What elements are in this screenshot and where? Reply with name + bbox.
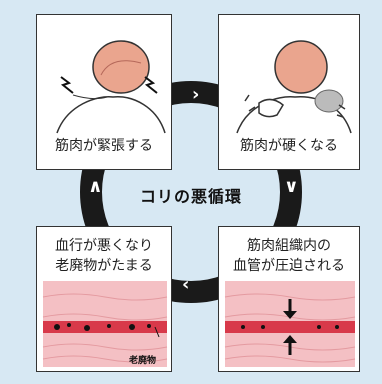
- cycle-arrow-left-icon: ‹: [182, 276, 189, 294]
- panel-label-line2: 血管が圧迫される: [219, 255, 359, 275]
- cycle-title: コリの悪循環: [128, 183, 254, 207]
- cycle-arrow-up-icon: ∧: [88, 178, 103, 196]
- panel-label-line2: 老廃物がたまる: [37, 255, 171, 275]
- panel-muscle-tense: 筋肉が緊張する: [36, 14, 172, 170]
- panel-muscle-hard: 筋肉が硬くなる: [218, 14, 360, 170]
- cycle-arrow-right-icon: ›: [192, 86, 199, 104]
- waste-note: 老廃物: [129, 353, 156, 366]
- hard-shoulder-illustration: [219, 15, 361, 135]
- panel-vessel-compressed: 筋肉組織内の 血管が圧迫される: [218, 226, 360, 372]
- panel-label-line1: 血行が悪くなり: [37, 235, 171, 255]
- panel-label-line1: 筋肉組織内の: [219, 235, 359, 255]
- tense-shoulder-illustration: [37, 15, 173, 135]
- panel-poor-circulation: 血行が悪くなり 老廃物がたまる 老廃物: [36, 226, 172, 372]
- compressed-vessel-illustration: [219, 277, 361, 373]
- cycle-arrow-down-icon: ∨: [284, 178, 299, 196]
- panel-label: 筋肉が緊張する: [37, 135, 171, 155]
- panel-label: 筋肉が硬くなる: [219, 135, 359, 155]
